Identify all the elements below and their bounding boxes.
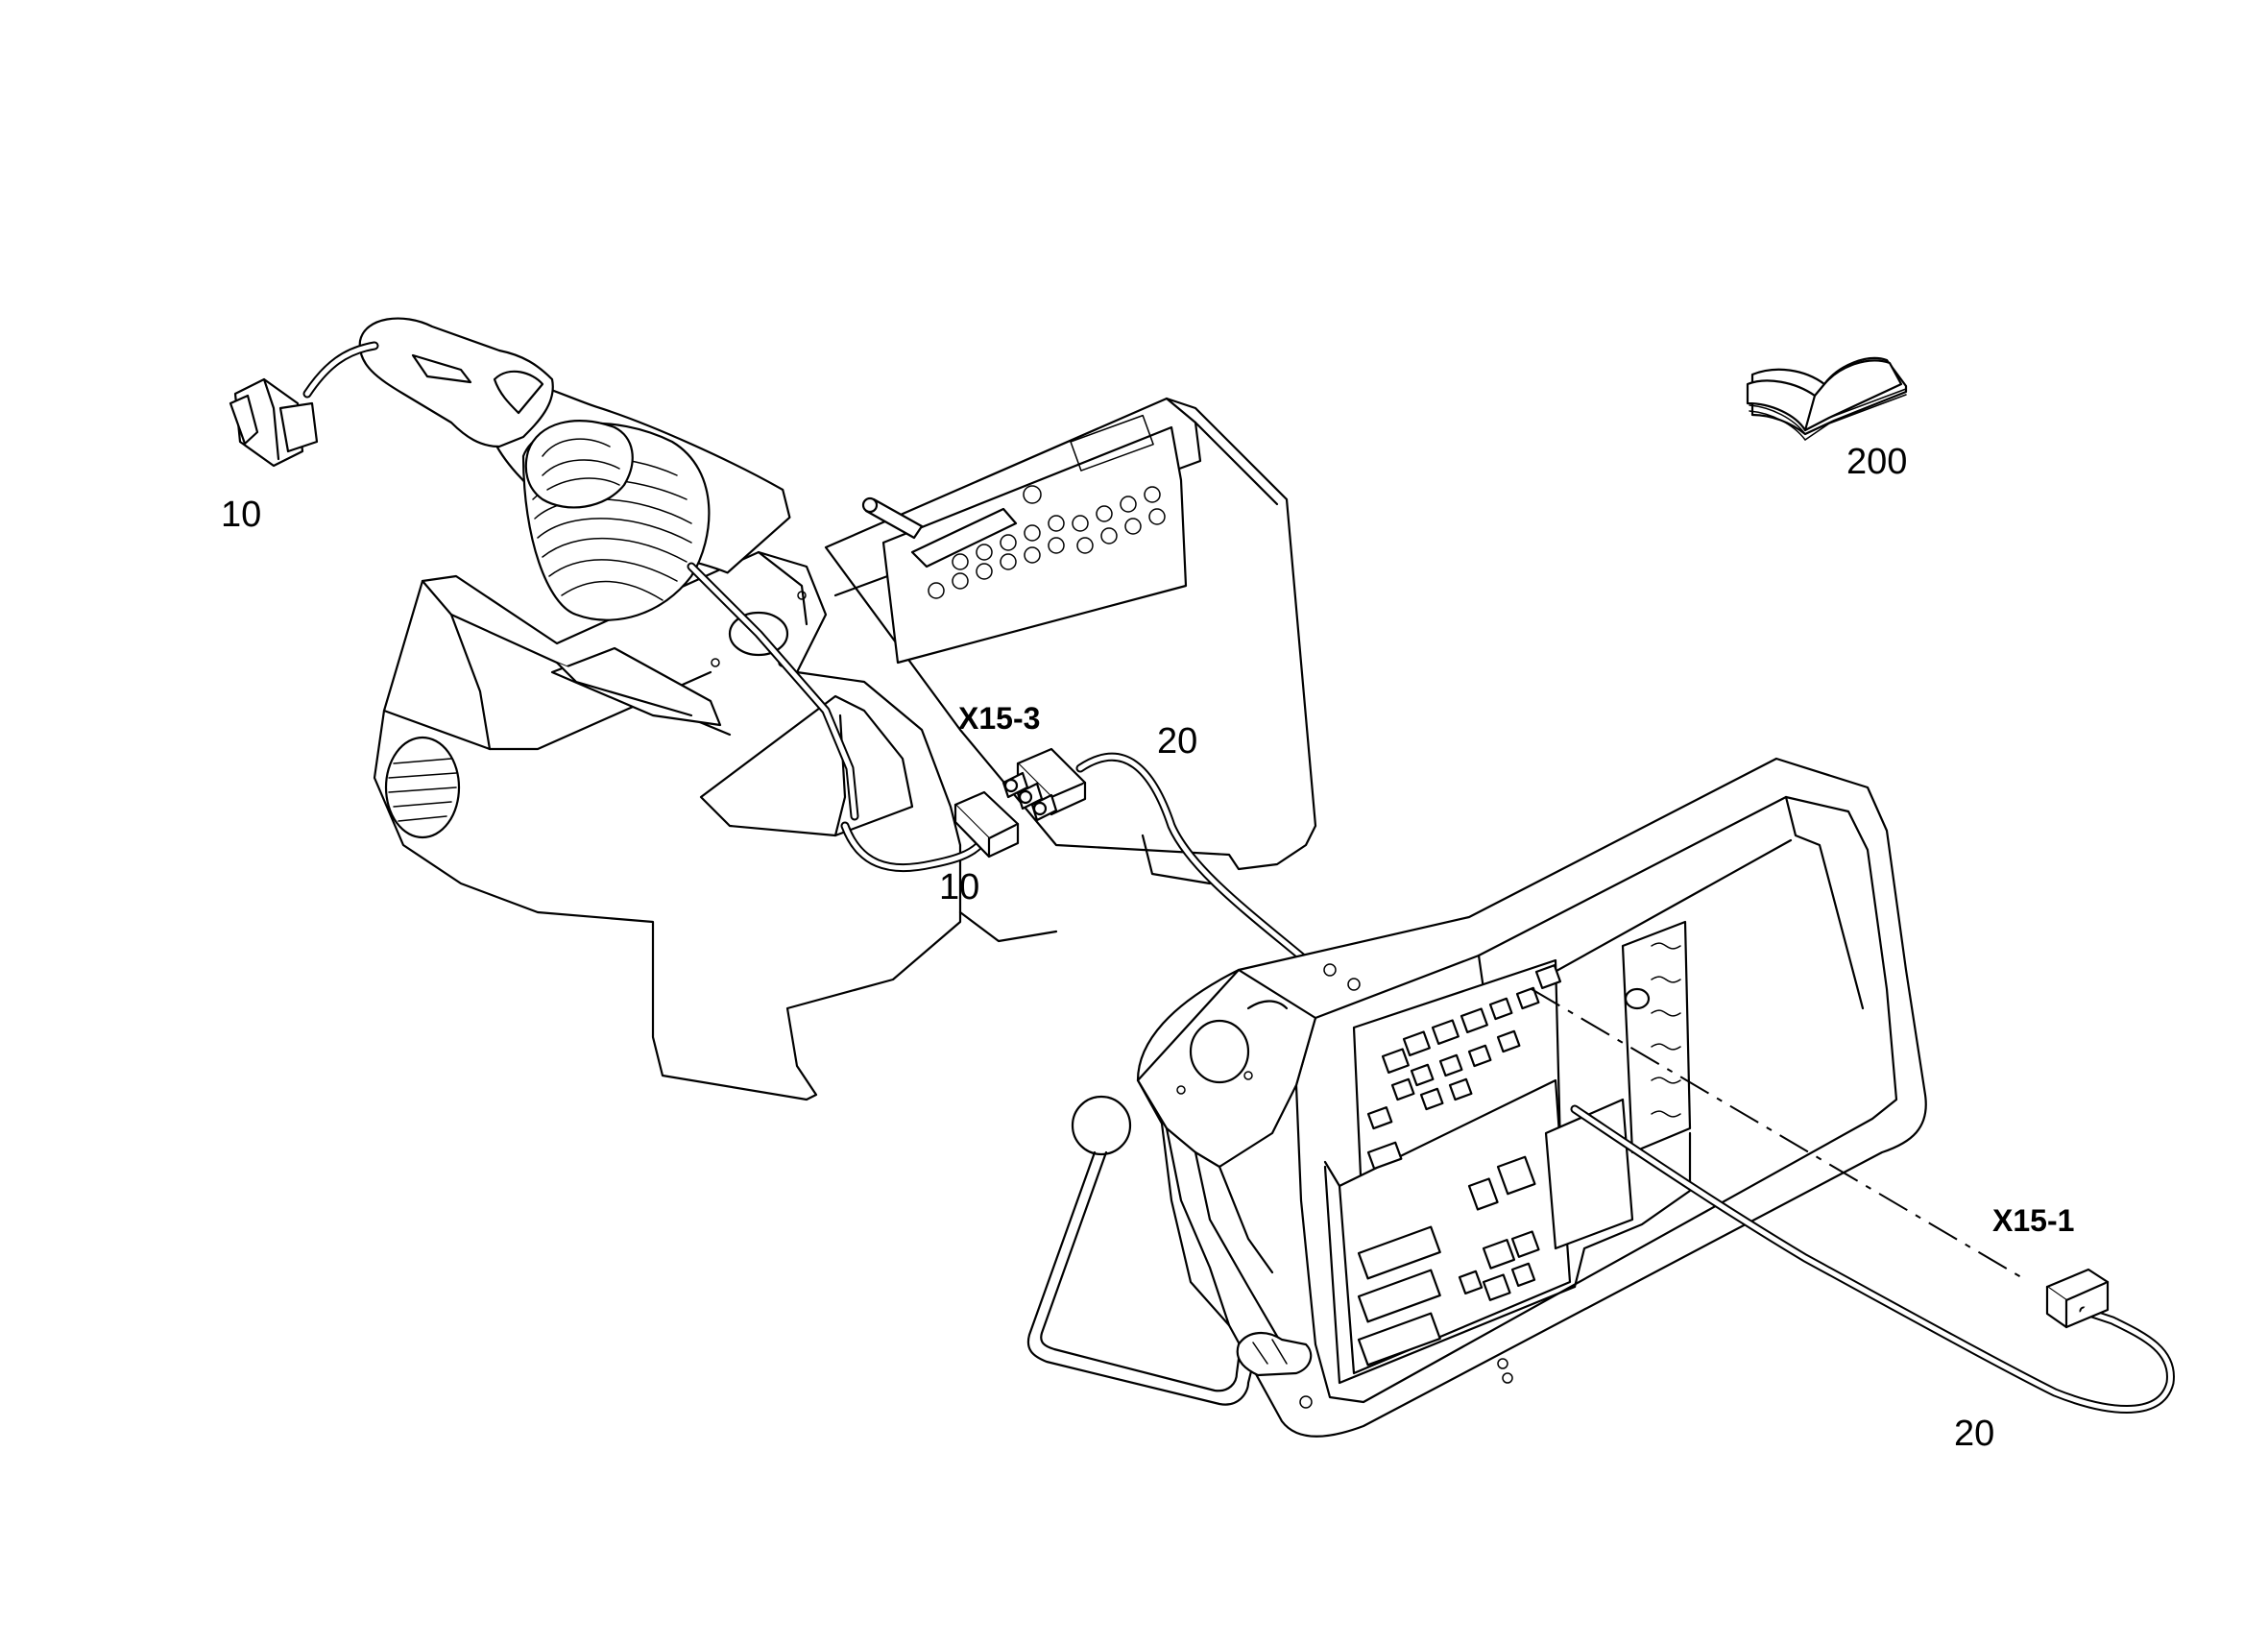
open-book-icon [1748, 358, 1906, 440]
circuit-boards [1325, 922, 1690, 1383]
label-cable-lower: 20 [1954, 1414, 1995, 1454]
label-book: 200 [1846, 442, 1908, 482]
label-connector-x15-1: X15-1 [1992, 1203, 2075, 1238]
rocker-switch-part-10 [230, 346, 374, 466]
label-connector-x15-3: X15-3 [958, 701, 1041, 736]
joystick-grip [360, 319, 855, 816]
alignment-line [1532, 989, 2021, 1277]
connector-x15-3 [1003, 749, 1085, 820]
cable-20-lower [1575, 1109, 2170, 1410]
connector-plug-10 [845, 792, 1018, 868]
joystick-console-housing [374, 399, 1315, 1100]
cable-20-upper [1080, 757, 1306, 960]
lever-handle [1028, 1097, 1311, 1405]
label-cable-upper: 20 [1157, 721, 1198, 762]
label-connector-plug: 10 [939, 867, 980, 907]
connector-x15-1 [2047, 1270, 2108, 1327]
label-rocker-switch: 10 [221, 495, 262, 535]
